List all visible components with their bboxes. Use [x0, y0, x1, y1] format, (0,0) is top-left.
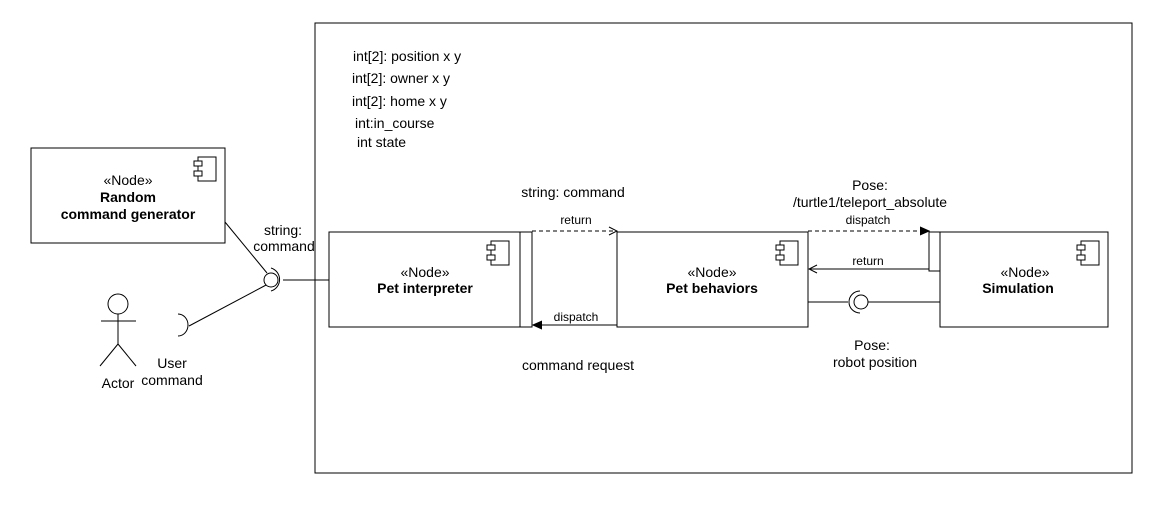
user-command-label-2: command [141, 372, 202, 388]
attribute-in-course: int:in_course [355, 115, 435, 131]
node-name: Pet interpreter [377, 280, 473, 296]
component-icon [1076, 240, 1100, 266]
pose-bottom-label-1: Pose: [854, 337, 890, 353]
user-command-label-1: User [157, 355, 187, 371]
string-command-top-label: string: command [521, 184, 624, 200]
actor-figure[interactable] [99, 293, 137, 367]
node-name-line2: command generator [61, 206, 196, 222]
interpreter-socket [270, 267, 280, 292]
interpreter-ball [263, 272, 279, 288]
pose-top-label-2: /turtle1/teleport_absolute [793, 194, 947, 210]
node-stereotype: «Node» [1000, 264, 1049, 280]
attribute-position: int[2]: position x y [353, 48, 461, 64]
return-top-label: return [560, 213, 591, 227]
node-random-command-generator[interactable]: «Node» Random command generator [30, 147, 226, 244]
node-name-line1: Random [100, 189, 156, 205]
generator-to-interface-line [224, 221, 268, 274]
attribute-home: int[2]: home x y [352, 93, 447, 109]
subsystem-boundary [314, 22, 1133, 474]
node-stereotype: «Node» [103, 172, 152, 188]
string-command-left-label-1: string: [264, 222, 302, 238]
activation-bar [928, 231, 941, 272]
actor-socket [177, 313, 189, 337]
pose-socket [848, 290, 861, 314]
dispatch-bottom-label: dispatch [554, 310, 599, 324]
node-pet-interpreter[interactable]: «Node» Pet interpreter [328, 231, 533, 328]
component-icon [486, 240, 510, 266]
node-name: Simulation [982, 280, 1054, 296]
node-simulation[interactable]: «Node» Simulation [928, 231, 1109, 328]
node-stereotype: «Node» [687, 264, 736, 280]
actor-label: Actor [102, 375, 135, 391]
attribute-owner: int[2]: owner x y [352, 70, 450, 86]
node-name: Pet behaviors [666, 280, 758, 296]
activation-bar [519, 231, 533, 328]
node-stereotype: «Node» [400, 264, 449, 280]
pose-ball [853, 294, 869, 310]
actor-to-interface-line [188, 283, 269, 327]
dispatch-top-label: dispatch [846, 213, 891, 227]
pose-bottom-label-2: robot position [833, 354, 917, 370]
command-request-label: command request [522, 357, 634, 373]
pose-top-label-1: Pose: [852, 177, 888, 193]
component-icon [775, 240, 799, 266]
node-pet-behaviors[interactable]: «Node» Pet behaviors [616, 231, 809, 328]
component-icon [193, 156, 217, 182]
attribute-state: int state [357, 134, 406, 150]
string-command-left-label-2: command [253, 238, 314, 254]
return-right-label: return [852, 254, 883, 268]
